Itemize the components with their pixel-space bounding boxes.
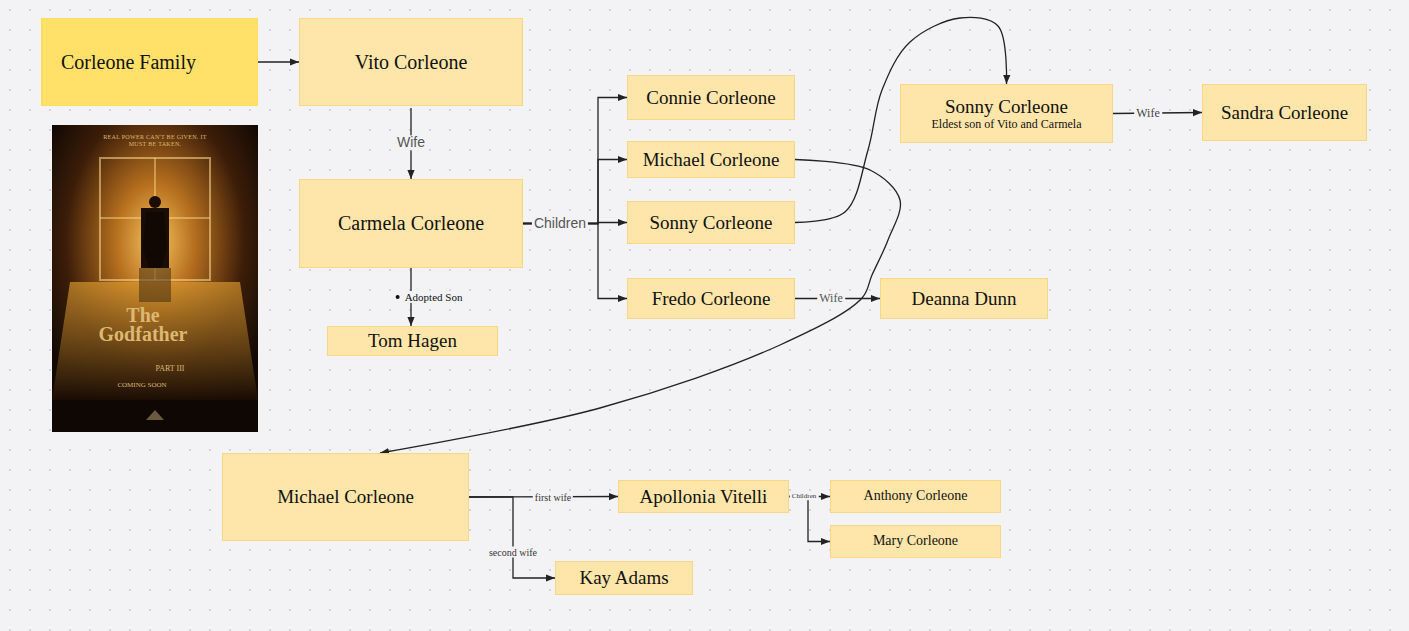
- person-name: Michael Corleone: [643, 149, 780, 171]
- poster-text: PART III: [140, 364, 200, 374]
- person-box: Sonny Corleone: [627, 201, 795, 244]
- person-name: Anthony Corleone: [864, 488, 968, 504]
- person-name: Sandra Corleone: [1221, 102, 1348, 124]
- person-box: Mary Corleone: [830, 525, 1001, 558]
- person-box: Carmela Corleone: [299, 179, 523, 268]
- edge-label: Children: [792, 493, 817, 501]
- person-name: Michael Corleone: [277, 486, 414, 508]
- edge-label: Children: [534, 216, 586, 231]
- chair-reflection: [139, 268, 171, 302]
- poster-text: The Godfather: [93, 306, 193, 344]
- person-name: Sonny Corleone: [650, 212, 773, 234]
- edge-label: Wife: [397, 135, 425, 150]
- figure-body: [143, 212, 167, 268]
- edge-label: Wife: [819, 292, 843, 305]
- person-box: Fredo Corleone: [627, 278, 795, 319]
- person-name: Sonny Corleone: [945, 96, 1068, 118]
- connector: [789, 497, 830, 542]
- person-box: Kay Adams: [555, 561, 693, 595]
- edge-label: first wife: [535, 492, 571, 503]
- connector: [523, 224, 627, 299]
- edge-label-patch: Wife: [817, 292, 845, 305]
- poster-ground: [52, 125, 258, 432]
- poster-text: COMING SOON: [105, 381, 179, 389]
- edge-label-patch: Adopted Son: [394, 291, 465, 303]
- poster-footer: [52, 400, 258, 432]
- bullet-dot: [396, 295, 400, 299]
- person-name: Mary Corleone: [873, 533, 958, 549]
- connector: [523, 160, 627, 224]
- person-name: Carmela Corleone: [338, 212, 484, 235]
- connector: [523, 98, 627, 224]
- edge-label: Adopted Son: [405, 291, 463, 303]
- edge-label-patch: second wife: [487, 547, 539, 558]
- edge-label-patch: Children: [532, 216, 588, 231]
- person-name: Vito Corleone: [355, 51, 468, 74]
- person-name: Tom Hagen: [368, 330, 457, 352]
- edge-label-patch: Children: [790, 493, 819, 501]
- person-box: Deanna Dunn: [880, 278, 1048, 319]
- person-box: Michael Corleone: [627, 141, 795, 178]
- person-box: Michael Corleone: [222, 453, 469, 541]
- person-name: Connie Corleone: [646, 87, 775, 109]
- edge-label-patch: Wife: [395, 135, 427, 150]
- person-name: Deanna Dunn: [912, 288, 1017, 310]
- person-box: Sonny CorleoneEldest son of Vito and Car…: [900, 84, 1113, 143]
- root-box: Corleone Family: [41, 18, 258, 106]
- movie-poster: [52, 125, 258, 432]
- connector: [258, 61, 299, 62]
- edge-label: second wife: [489, 547, 537, 558]
- chair: [141, 208, 169, 268]
- edge-label-patch: first wife: [533, 492, 573, 503]
- window-frame: [100, 158, 210, 280]
- studio-logo: [146, 410, 164, 420]
- edge-label: Wife: [1136, 107, 1160, 120]
- person-box: Anthony Corleone: [830, 480, 1001, 513]
- person-name: Corleone Family: [61, 51, 196, 74]
- person-box: Connie Corleone: [627, 75, 795, 120]
- edge-label-patch: Wife: [1134, 107, 1162, 120]
- person-box: Sandra Corleone: [1202, 84, 1367, 141]
- person-box: Vito Corleone: [299, 18, 523, 106]
- person-name: Fredo Corleone: [652, 288, 771, 310]
- person-note: Eldest son of Vito and Carmela: [931, 118, 1081, 132]
- poster-text: REAL POWER CAN'T BE GIVEN. IT MUST BE TA…: [100, 134, 210, 148]
- person-box: Tom Hagen: [327, 326, 498, 356]
- connector: [469, 497, 555, 578]
- person-box: Apollonia Vitelli: [618, 480, 789, 513]
- figure-head: [149, 196, 161, 208]
- person-name: Kay Adams: [579, 567, 668, 589]
- person-name: Apollonia Vitelli: [640, 486, 768, 508]
